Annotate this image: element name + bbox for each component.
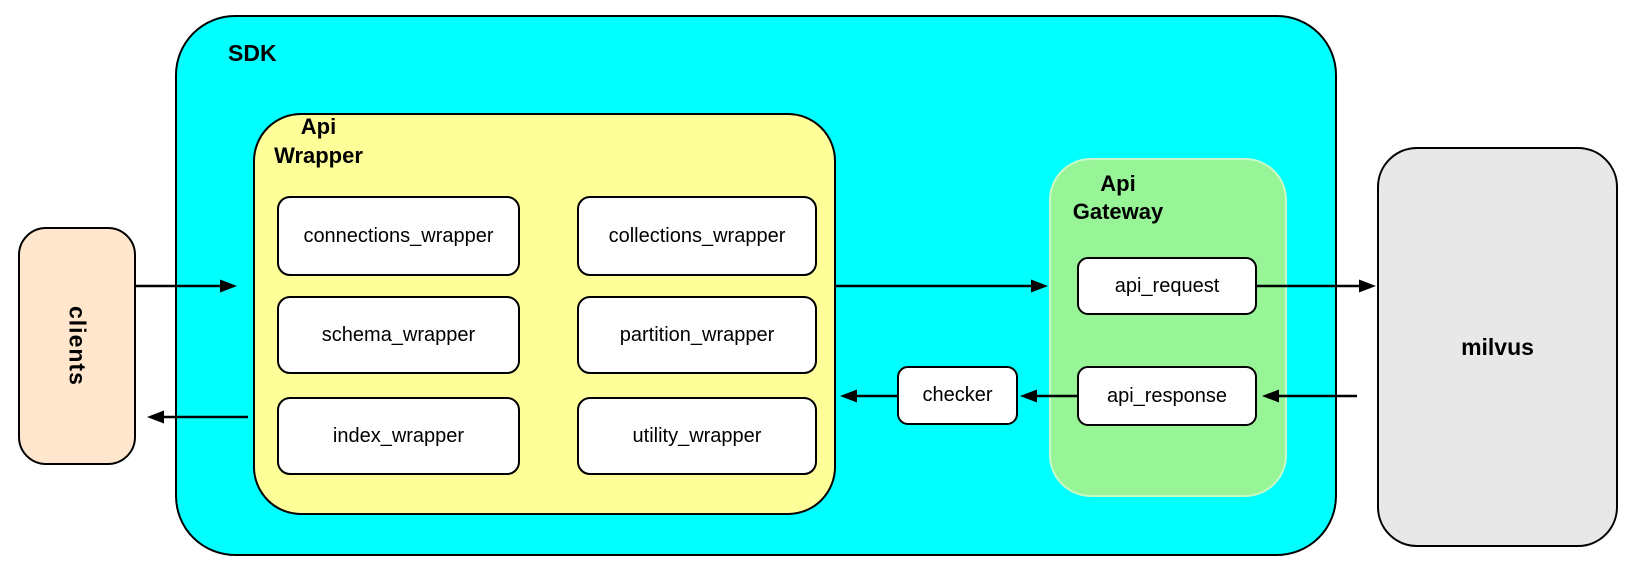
node-utility-wrapper: utility_wrapper [577, 397, 817, 475]
milvus-label: milvus [1461, 333, 1534, 360]
api-gateway-label-line2: Gateway [1072, 199, 1164, 224]
node-checker-label: checker [922, 384, 993, 406]
node-schema-wrapper: schema_wrapper [277, 296, 520, 374]
node-index-wrapper: index_wrapper [277, 397, 520, 475]
node-schema-wrapper-label: schema_wrapper [321, 323, 476, 346]
node-checker: checker [897, 366, 1018, 425]
clients-label: clients [64, 306, 91, 386]
node-api-response: api_response [1077, 366, 1257, 426]
node-api-response-label: api_response [1106, 384, 1228, 407]
node-connections-wrapper: connections_wrapper [277, 196, 520, 276]
api-gateway-label: Api Gateway [1058, 170, 1178, 226]
node-connections-wrapper-label: connections_wrapper [303, 224, 494, 247]
node-index-wrapper-label: index_wrapper [332, 424, 465, 447]
node-collections-wrapper: collections_wrapper [577, 196, 817, 276]
node-api-request-label: api_request [1114, 274, 1220, 297]
api-gateway-label-line1: Api [1100, 171, 1136, 196]
node-collections-wrapper-label: collections_wrapper [608, 224, 786, 247]
api-wrapper-label-line2: Wrapper [274, 143, 363, 168]
milvus-node: milvus [1377, 147, 1618, 547]
node-utility-wrapper-label: utility_wrapper [632, 424, 762, 447]
node-partition-wrapper-label: partition_wrapper [619, 323, 775, 346]
sdk-label: SDK [228, 40, 277, 66]
api-gateway-container [1049, 158, 1287, 497]
api-wrapper-label: Api Wrapper [256, 112, 381, 170]
node-partition-wrapper: partition_wrapper [577, 296, 817, 374]
api-wrapper-label-line1: Api [300, 114, 337, 139]
clients-node: clients [18, 227, 136, 465]
node-api-request: api_request [1077, 257, 1257, 315]
